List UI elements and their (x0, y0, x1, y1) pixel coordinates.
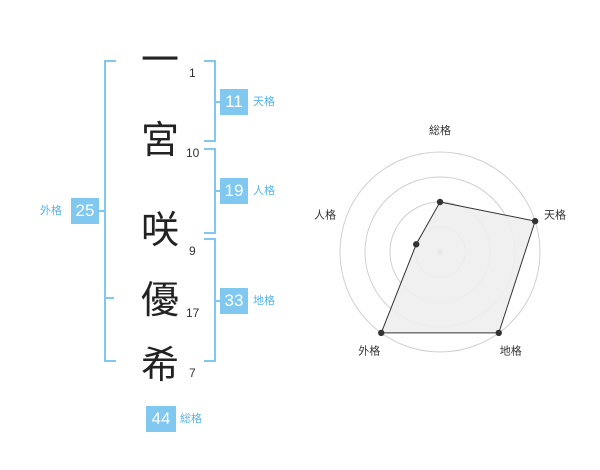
gaikaku-bracket (104, 60, 116, 362)
stroke-count-4: 17 (186, 306, 200, 320)
name-char-4: 優 (140, 278, 179, 322)
jinkaku-connector (214, 190, 221, 192)
tenkaku-label: 天格 (253, 95, 275, 108)
gaikaku-bracket-tick (104, 297, 114, 299)
radar-axis-label-3: 地格 (500, 344, 522, 358)
soukaku-label: 総格 (180, 412, 202, 425)
jinkaku-label: 人格 (253, 184, 275, 197)
gaikaku-value-badge: 25 (71, 198, 99, 224)
radar-axis-label-5: 人格 (314, 207, 336, 221)
tenkaku-connector (214, 101, 221, 103)
stroke-count-5: 7 (189, 366, 196, 380)
radar-point-4 (378, 329, 385, 337)
name-char-2: 宮 (140, 118, 179, 162)
chikaku-connector (214, 300, 221, 302)
jinkaku-value-badge: 19 (220, 178, 248, 204)
radar-shape (378, 198, 539, 337)
chikaku-label: 地格 (253, 294, 275, 307)
name-char-3: 咲 (140, 208, 179, 252)
stroke-count-1: 1 (189, 66, 196, 80)
stroke-count-2: 10 (186, 146, 200, 160)
radar-point-2 (531, 217, 539, 225)
chikaku-value-badge: 33 (220, 288, 248, 314)
radar-axis-label-1: 総格 (429, 123, 451, 137)
tenkaku-value-badge: 11 (220, 89, 248, 115)
radar-point-5 (413, 241, 420, 248)
gaikaku-connector (99, 210, 105, 212)
stroke-count-3: 9 (189, 244, 196, 258)
name-char-5: 希 (140, 343, 179, 387)
radar-grid-ring (339, 151, 541, 353)
radar-axis-label-2: 天格 (544, 207, 566, 221)
gaikaku-label: 外格 (40, 204, 62, 217)
radar-value-polygon (380, 201, 536, 334)
name-char-1: 一 (140, 38, 179, 82)
radar-axis-label-4: 外格 (358, 344, 380, 358)
radar-point-1 (436, 198, 444, 206)
radar-point-3 (495, 329, 502, 337)
soukaku-value-badge: 44 (146, 406, 176, 432)
